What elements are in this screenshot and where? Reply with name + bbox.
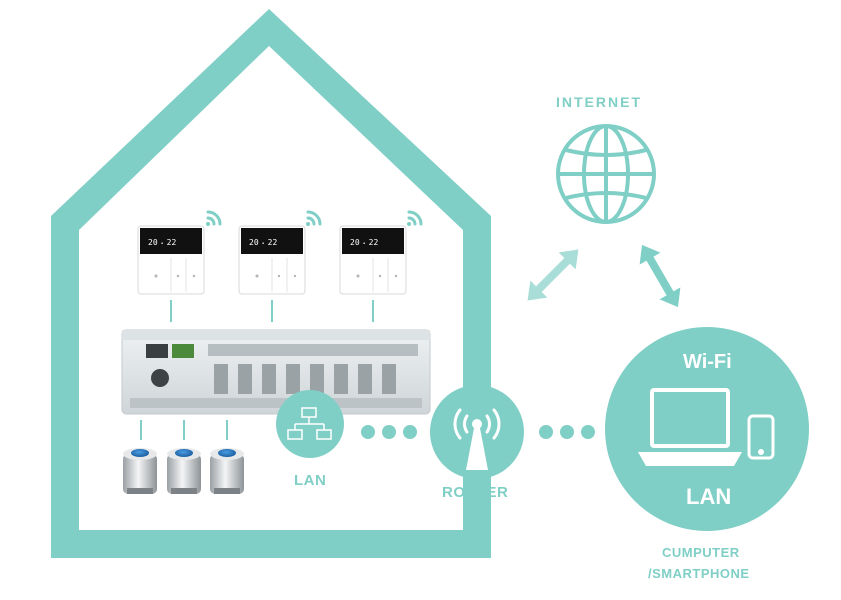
globe-icon bbox=[556, 124, 656, 224]
actuator-connectors bbox=[140, 420, 228, 440]
thermostat-readout: 20•22 bbox=[350, 238, 378, 247]
internet-label: INTERNET bbox=[556, 94, 642, 110]
devices-lan-label: LAN bbox=[686, 484, 732, 509]
wifi-icon bbox=[407, 210, 423, 226]
thermostat-connectors bbox=[170, 300, 374, 322]
actuator-1 bbox=[123, 448, 157, 494]
actuator-2 bbox=[167, 448, 201, 494]
laptop-base bbox=[638, 452, 742, 466]
house-outline bbox=[51, 9, 491, 558]
laptop-icon bbox=[650, 388, 730, 448]
computer-label: CUMPUTER bbox=[662, 545, 740, 560]
double-arrow-icon bbox=[639, 244, 681, 308]
smartphone-icon bbox=[747, 414, 775, 460]
thermostat-readout: 20•22 bbox=[148, 238, 176, 247]
wifi-label: Wi-Fi bbox=[683, 351, 732, 373]
wifi-icon bbox=[206, 210, 222, 226]
devices-circle bbox=[605, 327, 809, 531]
wifi-icon bbox=[306, 210, 322, 226]
smartphone-label: /SMARTPHONE bbox=[648, 566, 750, 581]
double-arrow-icon bbox=[527, 249, 579, 301]
router-antenna-icon bbox=[453, 408, 501, 470]
network-icon bbox=[287, 407, 332, 440]
thermostat-2: 20•22 bbox=[238, 225, 306, 295]
dots-lan-router bbox=[361, 425, 417, 439]
dots-router-devices bbox=[539, 425, 595, 439]
lan-label: LAN bbox=[294, 472, 327, 489]
thermostat-1: 20•22 bbox=[137, 225, 205, 295]
actuator-3 bbox=[210, 448, 244, 494]
wiring-center-hub bbox=[121, 329, 431, 415]
router-label: ROUTER bbox=[442, 484, 509, 501]
thermostat-readout: 20•22 bbox=[249, 238, 277, 247]
lan-module bbox=[276, 390, 344, 458]
thermostat-3: 20•22 bbox=[339, 225, 407, 295]
router bbox=[430, 385, 524, 479]
